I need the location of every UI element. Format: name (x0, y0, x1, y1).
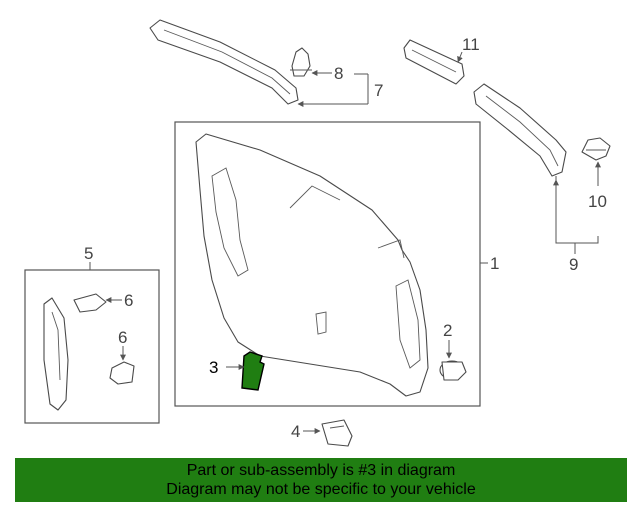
part-5-box (24, 269, 160, 424)
callout-5: 5 (84, 244, 93, 263)
callout-6a: 6 (124, 291, 133, 310)
callout-3: 3 (209, 358, 218, 377)
part-6-clip-bottom (109, 361, 135, 385)
banner-line-2: Diagram may not be specific to your vehi… (166, 481, 476, 498)
callout-2: 2 (443, 321, 452, 340)
callout-8: 8 (334, 64, 343, 83)
part-2-grommet (439, 360, 467, 381)
banner-line-1: Part or sub-assembly is #3 in diagram (186, 462, 456, 479)
callout-9: 9 (569, 255, 578, 274)
callout-7: 7 (374, 81, 383, 100)
part-7-garnish (149, 19, 299, 105)
part-1-trim-panel (195, 133, 429, 397)
part-11-cover (403, 39, 465, 85)
part-4-cap (321, 419, 353, 447)
part-3-highlighted (241, 351, 265, 391)
part-5-pillar-trim (43, 297, 69, 411)
callout-11: 11 (462, 35, 480, 54)
callout-6b: 6 (118, 328, 127, 347)
part-10-clip (581, 137, 611, 161)
info-banner: Part or sub-assembly is #3 in diagram Di… (15, 458, 627, 502)
callout-1: 1 (490, 254, 499, 273)
leader-9 (555, 176, 599, 244)
callout-4: 4 (291, 422, 300, 441)
leader-11 (457, 51, 463, 63)
part-8-clip (290, 47, 312, 77)
part-9-side-garnish (473, 83, 567, 177)
part-1-box (174, 121, 481, 407)
part-6-clip-top (73, 293, 107, 313)
callout-10: 10 (588, 192, 607, 211)
